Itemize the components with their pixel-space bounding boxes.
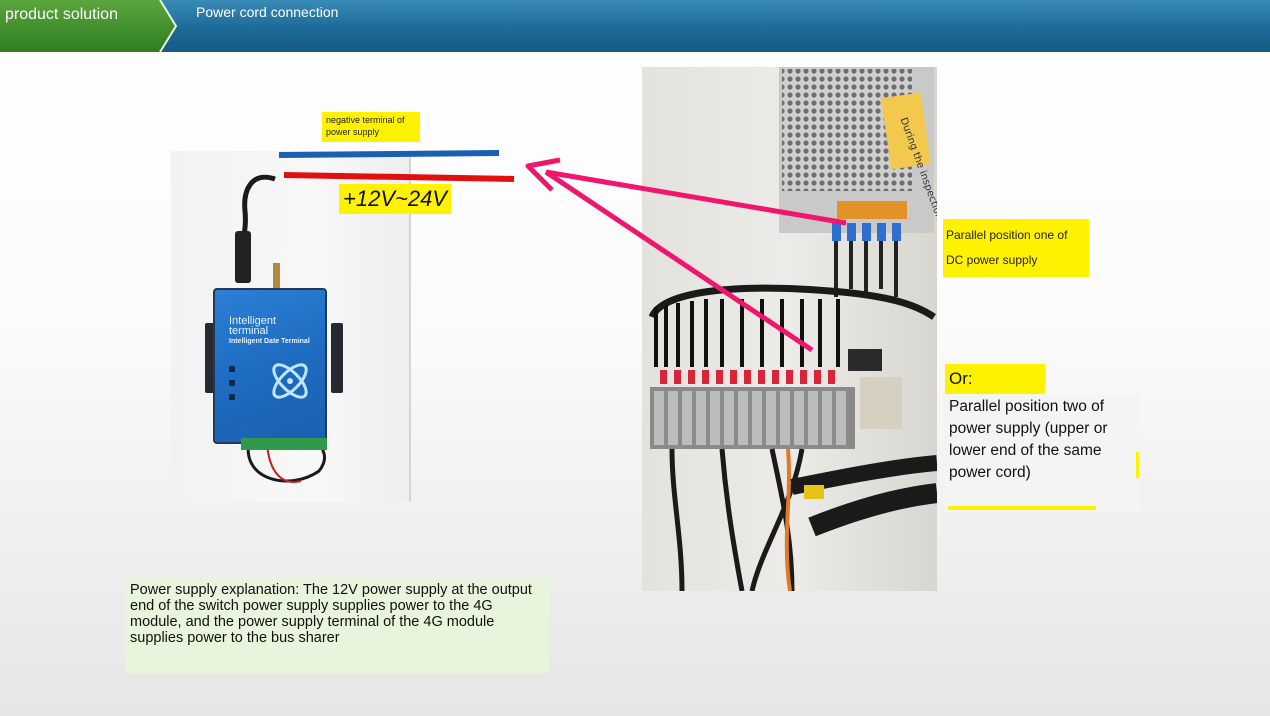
power-supply-explanation: Power supply explanation: The 12V power … [125, 577, 549, 673]
device-terminal-block [241, 438, 327, 450]
parallel-position-two-label: Parallel position two of power supply (u… [949, 396, 1144, 484]
arrowhead-icon [528, 160, 560, 190]
led-indicator [229, 380, 235, 386]
cabinet-photo: During the inspection [642, 67, 937, 591]
device-mount-right [331, 323, 343, 393]
negative-terminal-label: negative terminal of power supply [322, 112, 420, 142]
led-indicator [229, 366, 235, 372]
header-bar: product solution Power cord connection [0, 0, 1270, 52]
breadcrumb-product-solution-label: product solution [5, 6, 118, 24]
device-model-label: Intelligent Date Terminal [229, 338, 310, 345]
parallel-position-one-label: Parallel position one of DC power supply [943, 219, 1089, 277]
intelligent-terminal-device: Intelligent terminal Intelligent Date Te… [213, 288, 327, 444]
device-logo-icon [265, 356, 315, 406]
breadcrumb-product-solution[interactable]: product solution [0, 0, 178, 52]
device-brand-label: Intelligent terminal [229, 316, 309, 336]
cabinet-wiring-drawing: During the inspection [642, 67, 937, 591]
highlight-underline [948, 506, 1096, 510]
or-label: Or: [945, 364, 1045, 394]
led-indicator [229, 394, 235, 400]
breadcrumb-power-cord-connection[interactable]: Power cord connection [196, 3, 346, 21]
voltage-label: +12V~24V [339, 184, 451, 214]
